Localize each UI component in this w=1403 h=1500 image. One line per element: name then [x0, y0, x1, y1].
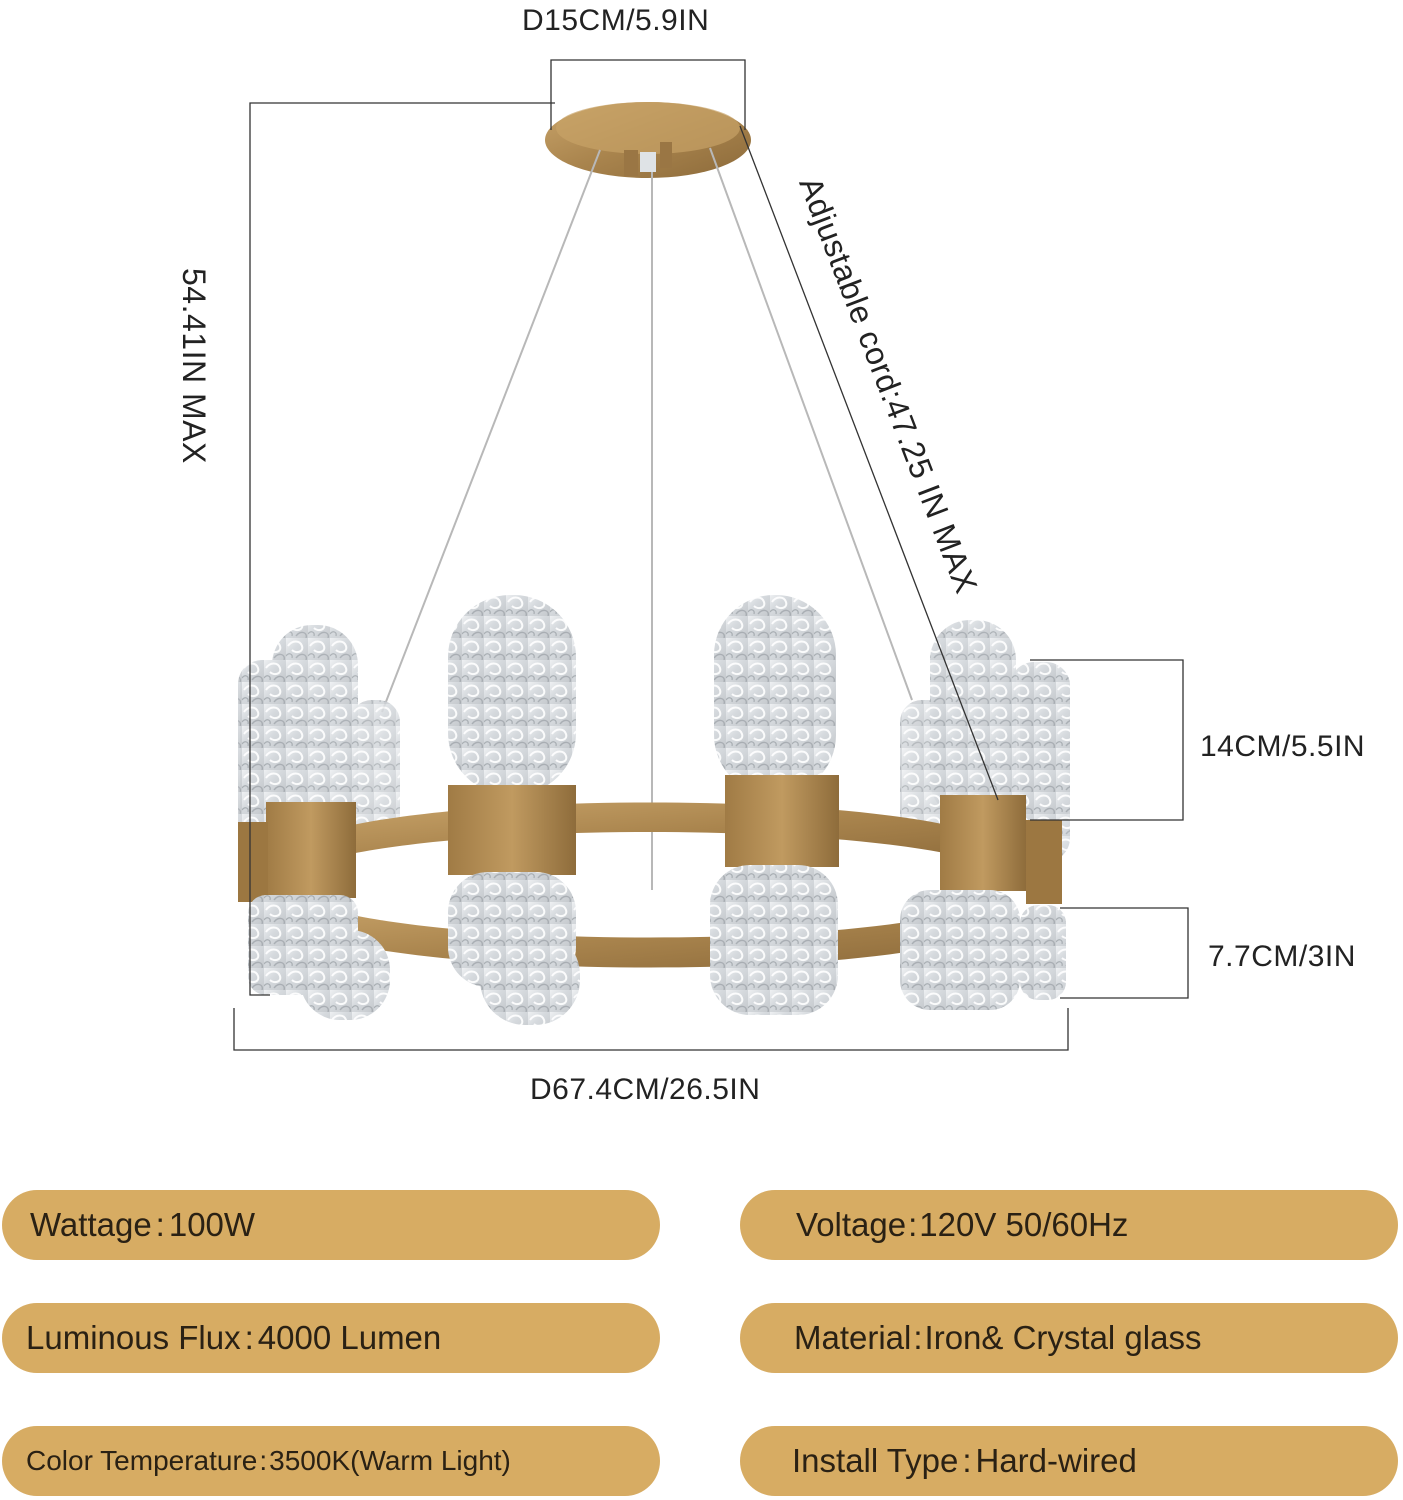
spec-luminous-flux: Luminous Flux :4000 Lumen [2, 1303, 660, 1373]
spec-value: 100W [168, 1206, 256, 1243]
chandelier-diagram [233, 59, 1189, 1051]
spec-voltage: Voltage : 120V 50/60Hz [740, 1190, 1398, 1260]
spec-value: 3500K(Warm Light) [269, 1445, 511, 1476]
spec-label: Install Type [792, 1442, 959, 1479]
lower-crystal-height-label: 7.7CM/3IN [1208, 940, 1356, 973]
upper-crystal-height-label: 14CM/5.5IN [1200, 730, 1366, 763]
dimension-lines [233, 59, 1189, 1051]
spec-value: Iron& Crystal glass [924, 1319, 1202, 1356]
ceiling-canopy [545, 102, 751, 178]
brass-mount-blocks [238, 775, 1062, 904]
spec-label: Wattage [30, 1206, 152, 1243]
spec-value: 120V 50/60Hz [919, 1206, 1129, 1243]
spec-label: Luminous Flux [26, 1319, 241, 1356]
spec-value: Hard-wired [975, 1442, 1137, 1479]
spec-label: Voltage [796, 1206, 907, 1243]
spec-label: Color Temperature [26, 1445, 258, 1476]
spec-label: Material [794, 1319, 912, 1356]
spec-color-temperature: Color Temperature : 3500K(Warm Light) [2, 1426, 660, 1496]
suspension-cables [381, 147, 913, 890]
front-crystals-lower [248, 865, 1066, 1025]
ring-diameter-label: D67.4CM/26.5IN [530, 1073, 761, 1106]
front-crystals-upper [240, 595, 1070, 830]
spec-wattage: Wattage:100W [2, 1190, 660, 1260]
spec-value: 4000 Lumen [257, 1319, 442, 1356]
total-height-label: 54.41IN MAX [176, 268, 212, 464]
spec-material: Material : Iron& Crystal glass [740, 1303, 1398, 1373]
canopy-diameter-label: D15CM/5.9IN [522, 4, 710, 37]
spec-install-type: Install Type :Hard-wired [740, 1426, 1398, 1496]
brass-ring [300, 802, 1000, 968]
